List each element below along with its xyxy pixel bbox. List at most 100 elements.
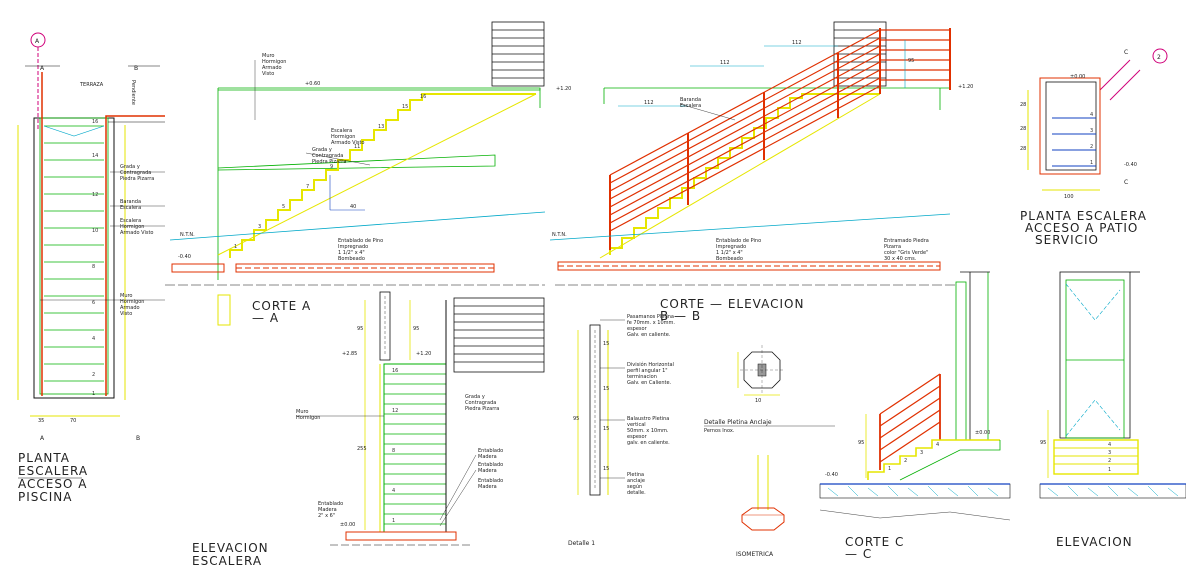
svg-text:Pasamanos Pletina: Pasamanos Pletina — [627, 314, 674, 320]
aa-notes: Muro Hormigon Armado Visto +0.60 +1.20 E… — [178, 53, 571, 262]
svg-text:galv. en caliente.: galv. en caliente. — [627, 440, 670, 446]
svg-text:1: 1 — [234, 244, 237, 250]
svg-text:Madera: Madera — [478, 468, 497, 474]
title-isometrica: ISOMETRICA — [736, 551, 774, 558]
svg-text:Pletina: Pletina — [627, 472, 644, 478]
pool-plan-treads — [44, 125, 104, 382]
title-planta-pool: PLANTA ESCALERA ACCESO A PISCINA — [18, 451, 87, 504]
svg-text:7: 7 — [306, 184, 309, 190]
svg-text:Muro: Muro — [296, 409, 309, 415]
svg-text:12: 12 — [92, 192, 98, 198]
plan-patio-stair: 2 C C 4 3 2 1 28 28 28 100 ±0.00 -0.40 P… — [1020, 48, 1168, 247]
svg-text:4: 4 — [936, 442, 939, 448]
terraza-label: TERRAZA — [79, 82, 104, 88]
elev-esc-deck — [345, 531, 457, 541]
svg-text:— C: — C — [845, 547, 872, 561]
title-detalle-pletina: Detalle Pletina Anclaje — [704, 419, 772, 426]
svg-text:15: 15 — [603, 341, 609, 347]
svg-text:CORTE C: CORTE C — [845, 535, 904, 549]
svg-text:PLANTA: PLANTA — [18, 451, 70, 465]
svg-text:8: 8 — [92, 264, 95, 270]
svg-text:perfil angular 1": perfil angular 1" — [627, 368, 668, 374]
svg-text:40: 40 — [350, 204, 356, 210]
svg-text:Muro: Muro — [262, 53, 275, 59]
svg-text:95: 95 — [908, 58, 914, 64]
axis-2-label: 2 — [1157, 54, 1161, 61]
section-mark-a-bottom: A — [40, 435, 45, 442]
svg-text:ELEVACION: ELEVACION — [192, 541, 269, 555]
elevation-stair: 16 12 8 4 1 95 255 95 +2.85 +1.20 Muro H… — [192, 291, 545, 568]
svg-text:-0.40: -0.40 — [1124, 162, 1137, 168]
svg-text:112: 112 — [792, 40, 802, 46]
section-mark-b-top: B — [134, 65, 138, 72]
svg-text:35: 35 — [38, 418, 44, 424]
svg-text:16: 16 — [420, 94, 426, 100]
svg-text:ESCALERA: ESCALERA — [192, 554, 262, 568]
svg-text:Madera: Madera — [318, 507, 337, 513]
svg-text:1 1/2" x 4": 1 1/2" x 4" — [716, 250, 743, 256]
axis-a-label: A — [35, 38, 40, 45]
svg-text:1: 1 — [1090, 160, 1093, 166]
svg-text:±0.00: ±0.00 — [340, 522, 355, 528]
svg-text:4: 4 — [92, 336, 95, 342]
svg-text:Hormigon: Hormigon — [331, 134, 355, 140]
svg-text:95: 95 — [573, 416, 579, 422]
svg-text:3: 3 — [920, 450, 923, 456]
svg-text:Grada y: Grada y — [465, 394, 485, 400]
svg-text:11: 11 — [354, 144, 360, 150]
title-detalle-1: Detalle 1 — [568, 540, 595, 547]
svg-text:1: 1 — [888, 466, 891, 472]
svg-text:terminacion: terminacion — [627, 374, 657, 380]
svg-text:28: 28 — [1020, 146, 1026, 152]
svg-text:Grada y: Grada y — [312, 147, 332, 153]
pool-plan-notes: Grada y Contragrada Piedra Pizarra Baran… — [40, 164, 165, 317]
svg-text:Impregnado: Impregnado — [716, 244, 746, 250]
svg-text:ACCESO A: ACCESO A — [18, 477, 87, 491]
svg-text:2: 2 — [1090, 144, 1093, 150]
svg-text:1: 1 — [92, 391, 95, 397]
svg-text:Impregnado: Impregnado — [338, 244, 368, 250]
aa-stair-profile — [229, 93, 536, 258]
svg-text:Entablado: Entablado — [318, 501, 343, 507]
section-mark-b-bottom: B — [136, 435, 140, 442]
elev-esc-treads — [384, 373, 446, 525]
svg-text:112: 112 — [720, 60, 730, 66]
svg-text:color "Gris Verde": color "Gris Verde" — [884, 250, 928, 256]
svg-text:Contragrada: Contragrada — [312, 153, 343, 159]
svg-text:Entablado: Entablado — [478, 478, 503, 484]
svg-text:2: 2 — [1108, 458, 1111, 464]
svg-text:Muro: Muro — [120, 293, 133, 299]
svg-text:3: 3 — [258, 224, 261, 230]
svg-text:2: 2 — [904, 458, 907, 464]
svg-text:15: 15 — [402, 104, 408, 110]
svg-text:Galv. en Caliente.: Galv. en Caliente. — [627, 380, 672, 386]
svg-text:Visto: Visto — [120, 311, 132, 317]
svg-text:Entablado de Pino: Entablado de Pino — [338, 238, 383, 244]
svg-text:5: 5 — [282, 204, 285, 210]
section-elevation: 112 112 112 95 N.T.N. Baranda Escalera E… — [549, 21, 973, 323]
svg-text:Escalera: Escalera — [120, 205, 141, 211]
svg-text:Escalera: Escalera — [120, 218, 141, 224]
svg-text:N.T.N.: N.T.N. — [552, 232, 567, 238]
elevation-treads — [1054, 447, 1138, 465]
svg-text:detalle.: detalle. — [627, 490, 646, 496]
axis-2-bubble — [1152, 48, 1168, 64]
svg-text:Piedra Pizarra: Piedra Pizarra — [312, 159, 346, 165]
svg-text:Armado Visto: Armado Visto — [120, 230, 153, 236]
svg-text:espesor: espesor — [627, 434, 648, 440]
svg-text:ACCESO A PATIO: ACCESO A PATIO — [1025, 221, 1138, 235]
detail-1: 95 15 15 15 15 Pasamanos Pletina fe 70mm… — [568, 314, 675, 547]
svg-text:según: según — [627, 483, 642, 490]
svg-text:14: 14 — [92, 153, 98, 159]
svg-text:95: 95 — [1040, 440, 1046, 446]
section-mark-a-top: A — [40, 65, 45, 72]
svg-text:PISCINA: PISCINA — [18, 490, 73, 504]
detail-plate: 10 Detalle Pletina Anclaje Pernos Inox. … — [704, 345, 835, 558]
svg-text:Hormigon: Hormigon — [120, 299, 144, 305]
svg-text:— A: — A — [252, 311, 279, 325]
svg-text:Escalera: Escalera — [680, 103, 701, 109]
svg-text:Galv. en caliente.: Galv. en caliente. — [627, 332, 671, 338]
svg-text:±0.00: ±0.00 — [975, 430, 990, 436]
svg-text:10: 10 — [755, 398, 761, 404]
svg-text:70: 70 — [70, 418, 76, 424]
